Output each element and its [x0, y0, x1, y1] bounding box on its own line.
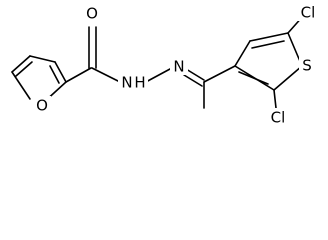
furan-bond-3 — [54, 61, 67, 83]
n-imine-label-bg — [170, 57, 188, 75]
imine-nitrogen-label: N — [173, 58, 184, 76]
furan-bond-2 — [29, 55, 56, 63]
thiophene-sulfur-label: S — [302, 57, 312, 75]
nh-to-n-bond — [143, 68, 171, 84]
nh-label-bg — [118, 73, 148, 91]
bottom-chlorine-bond — [273, 89, 277, 109]
thiophene-ring — [234, 32, 303, 91]
molecule-drawing: O O N H N S Cl Cl — [11, 3, 320, 127]
carbonyl-oxygen-label: O — [86, 5, 98, 23]
furan-bond-1-double — [15, 61, 33, 77]
bottom-chlorine-label: Cl — [271, 109, 286, 127]
imine-double-bond-a — [185, 68, 205, 81]
carbonyl-to-nh-bond — [91, 67, 123, 84]
atom-labels: O O N H N S Cl Cl — [33, 3, 320, 127]
amide-nitrogen-label: N — [121, 74, 132, 92]
thiophene-bond-5-double — [238, 71, 269, 85]
thiophene-bond-2-double — [251, 40, 285, 49]
thiophene-bond-1 — [234, 40, 251, 67]
cl-top-label-bg — [296, 3, 320, 21]
o-furan-label-bg — [33, 96, 51, 114]
imine-double-bond-b — [183, 74, 203, 87]
imine-group — [183, 65, 236, 109]
amide-group — [65, 26, 171, 84]
furan-oxygen-label: O — [36, 97, 48, 115]
furan-bond-5 — [11, 71, 31, 100]
furan-to-carbonyl-bond — [65, 67, 92, 83]
s-label-bg — [299, 56, 315, 74]
furan-ring — [11, 55, 67, 104]
imine-carbon-to-thiophene-bond — [203, 65, 236, 83]
cl-bottom-label-bg — [266, 108, 290, 126]
structure-canvas: O O N H N S Cl Cl — [11, 3, 320, 127]
thiophene-bond-2 — [249, 32, 289, 42]
thiophene-bond-4 — [273, 65, 303, 91]
o-carbonyl-label-bg — [83, 4, 101, 22]
top-chlorine-label: Cl — [301, 4, 316, 22]
furan-bond-3-double — [49, 65, 60, 84]
furan-bond-1 — [11, 55, 31, 73]
amide-hydrogen-label: H — [134, 74, 145, 92]
